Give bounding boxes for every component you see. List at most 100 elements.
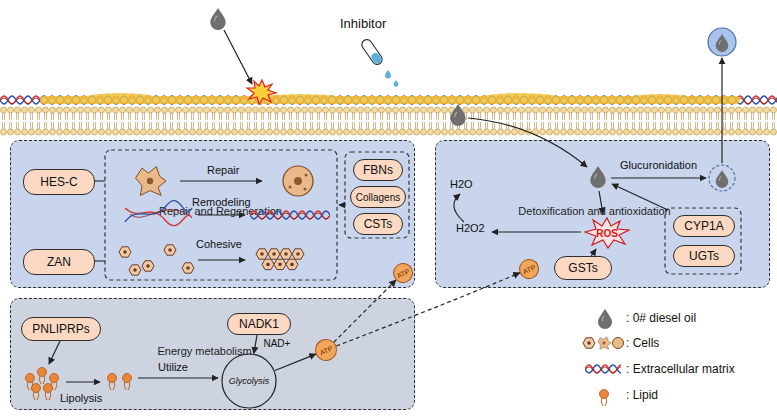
annotation-label: Cohesive (196, 238, 242, 250)
legend-lipid-icon (600, 390, 609, 407)
process-arrow (180, 180, 262, 181)
diesel-drop (716, 34, 729, 52)
uptake-arrow (468, 118, 587, 167)
flow-arrow (254, 335, 257, 353)
aligned-matrix (250, 207, 330, 223)
clustered-cells (256, 249, 304, 270)
repaired-cell (283, 166, 313, 196)
excreted-conjugate (708, 28, 736, 56)
annotation-label: Lipolysis (60, 392, 102, 404)
connector-line (94, 260, 105, 261)
legend-cell-icons (583, 337, 624, 350)
legend-text: : Extracellular matrix (626, 362, 735, 376)
atp-circle: ATP (390, 260, 417, 287)
annotation-label: Glucuronidation (620, 159, 697, 171)
burst-shape (585, 218, 629, 248)
gene-pill: NADK1 (227, 313, 291, 335)
node-text: ZAN (47, 255, 71, 269)
process-arrow (454, 194, 464, 222)
group-title: Detoxification and antioxidation (518, 205, 670, 217)
gene-pill: Collagens (350, 186, 406, 208)
process-arrow (612, 184, 668, 210)
diesel-drop (716, 170, 729, 188)
process-arrow (66, 381, 100, 382)
node-text: PNLIPRPs (32, 322, 89, 336)
group-box: Repair and RegenerationHES-CZANFBNsColla… (10, 140, 415, 288)
gene-pill: CSTs (353, 213, 403, 235)
atp-circle: ATP (516, 256, 543, 283)
test-tube (360, 38, 384, 67)
group-title: Energy metabolism (157, 345, 251, 357)
flow-arrow (591, 249, 596, 256)
flow-arrow (275, 354, 316, 370)
node-text: ATP (319, 344, 334, 356)
flow-arrow (334, 280, 396, 342)
node-text: ROS (596, 228, 618, 239)
diesel-drop (450, 104, 465, 126)
process-arrow (198, 259, 245, 260)
extracellular-matrix (0, 92, 777, 108)
connector-line (94, 180, 105, 181)
scattered-cells (119, 245, 194, 275)
excretion-arrow (721, 58, 722, 163)
diesel-oil-layer (40, 93, 740, 104)
gene-pill: HES-C (23, 169, 95, 195)
diesel-drop (590, 166, 605, 188)
node-text: CYP1A (684, 219, 723, 233)
free-lipids (108, 374, 132, 391)
flow-arrow (336, 273, 520, 346)
annotation-label: Utilize (158, 361, 188, 373)
process-arrow (492, 231, 581, 232)
lipid-cluster (26, 368, 59, 401)
process-arrow (339, 204, 345, 205)
enzyme-group (665, 208, 741, 274)
lipid-bilayer (0, 106, 777, 136)
annotation-label: Remodeling (192, 196, 251, 208)
impact-arrow (224, 30, 252, 84)
legend-text: : Lipid (626, 388, 658, 402)
node-text: Glycolysis (229, 376, 270, 386)
legend-matrix-icon (585, 361, 621, 377)
gene-pill: UGTs (673, 245, 735, 267)
gene-pill: GSTs (554, 256, 612, 280)
legend-drop-icon (598, 309, 612, 329)
group-box: Detoxification and antioxidationROS GSTs C… (435, 140, 770, 288)
annotation-label: H2O2 (456, 222, 485, 234)
gene-pill: CYP1A (673, 215, 735, 237)
node-text: FBNs (363, 163, 393, 177)
process-arrow (49, 341, 60, 364)
node-text: HES-C (40, 175, 77, 189)
ros-burst: ROS (584, 217, 630, 249)
gene-pill: ZAN (23, 249, 95, 275)
process-arrow (599, 191, 603, 214)
node-text: ATP (396, 267, 411, 279)
damaged-cell (136, 167, 166, 196)
gene-pill: FBNs (353, 159, 403, 181)
circle-shape (222, 354, 276, 408)
edge-label: NAD+ (263, 338, 290, 349)
node-text: GSTs (568, 261, 597, 275)
node-text: Collagens (356, 192, 400, 203)
legend-text: : 0# diesel oil (626, 311, 696, 325)
node-text: UGTs (689, 249, 719, 263)
conjugate-outline (709, 165, 735, 191)
process-arrow (611, 177, 706, 178)
inhibitor-drop (394, 80, 399, 87)
process-group-outline (105, 150, 337, 280)
annotation-label: Repair (207, 164, 239, 176)
process-arrow (138, 377, 218, 378)
atp-circle: ATP (311, 335, 340, 364)
gene-pill: PNLIPRPs (21, 317, 101, 341)
annotation-label: Inhibitor (340, 16, 386, 31)
diesel-drop (210, 8, 225, 30)
pathway-circle: Glycolysis (221, 353, 277, 409)
annotation-label: H2O (450, 178, 473, 190)
node-text: ATP (522, 263, 537, 275)
node-text: NADK1 (239, 317, 279, 331)
tangled-matrix (125, 201, 192, 226)
damage-burst (247, 80, 276, 104)
